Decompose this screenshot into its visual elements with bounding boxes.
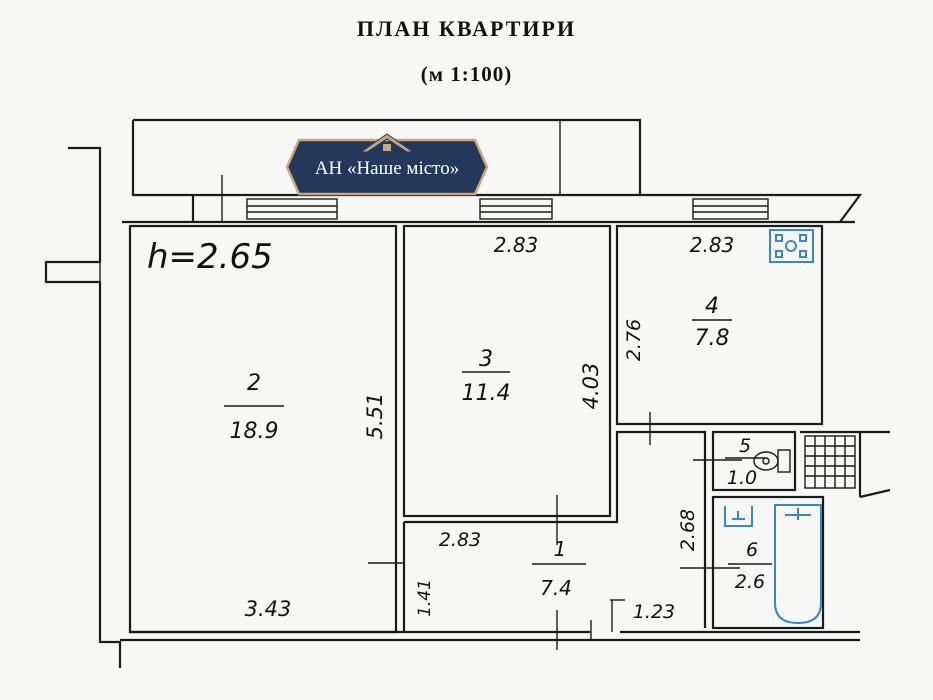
room-4-outline: [615, 224, 824, 426]
dim-room1-side: 1.41: [415, 579, 435, 617]
room-1-area: 7.4: [540, 576, 572, 600]
dim-room6-side: 2.68: [677, 509, 699, 551]
house-roof-icon: [359, 133, 415, 153]
room-5-number: 5: [739, 435, 751, 457]
agency-logo-text: АН «Наше місто»: [314, 158, 460, 179]
room-6-number: 6: [746, 539, 758, 561]
dim-room1-bottom: 1.23: [633, 601, 675, 623]
sanitary-block: [711, 430, 891, 630]
dim-room3-top: 2.83: [494, 233, 539, 257]
agency-logo: АН «Наше місто»: [285, 133, 489, 196]
door-marks: [368, 412, 742, 650]
room-3-number: 3: [479, 347, 493, 372]
room-5-area: 1.0: [727, 467, 757, 489]
dim-room3-side: 4.03: [579, 363, 603, 410]
vent-grid: [804, 435, 856, 489]
room-4-area: 7.8: [695, 326, 730, 351]
room-2-area: 18.9: [230, 419, 279, 444]
room-2-number: 2: [247, 371, 261, 396]
window-room4: [692, 198, 769, 220]
dim-room2-bottom: 3.43: [245, 597, 292, 621]
plan-scale: (м 1:100): [420, 62, 513, 86]
room-4-number: 4: [705, 294, 719, 319]
room-3-outline: [402, 224, 612, 518]
window-room3: [479, 198, 553, 220]
sink-icon: [724, 506, 753, 527]
stove-icon: [769, 229, 814, 263]
window-room2: [246, 198, 338, 220]
dim-room4-side: 2.76: [623, 319, 645, 361]
dim-room4-top: 2.83: [690, 233, 735, 257]
outer-wall-left: [44, 146, 122, 668]
ceiling-height: h=2.65: [147, 237, 273, 277]
bathtub-icon: [774, 504, 822, 625]
plan-title: ПЛАН КВАРТИРИ: [356, 16, 577, 41]
room-3-area: 11.4: [462, 381, 511, 406]
room-1-number: 1: [554, 537, 567, 561]
room-6-area: 2.6: [735, 571, 765, 593]
toilet-icon: [753, 449, 791, 473]
dim-room1-top: 2.83: [439, 529, 481, 551]
room-1-outline: [120, 430, 860, 642]
exterior-wall-top: [122, 175, 863, 224]
dim-room2-side: 5.51: [363, 393, 387, 440]
